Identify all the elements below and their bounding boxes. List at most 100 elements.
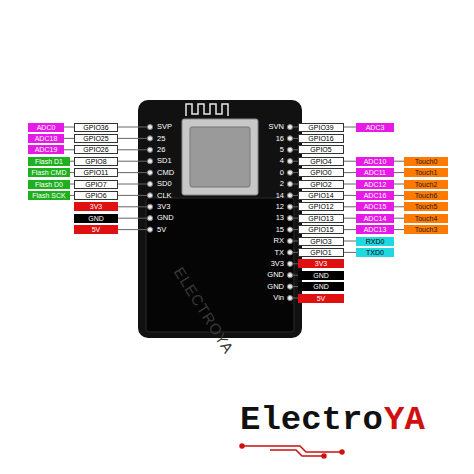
leader-line — [118, 172, 147, 173]
leader-line — [118, 229, 147, 230]
pin-header — [287, 170, 292, 175]
gpio-label: GPIO25 — [74, 134, 118, 143]
pin-function-text: ADC10 — [364, 158, 387, 165]
ground-label: GND — [74, 214, 118, 223]
pin-name: 3V3 — [157, 202, 170, 212]
uart-label: TXD0 — [356, 248, 394, 257]
pin-header — [287, 204, 292, 209]
pin-connector — [394, 218, 404, 219]
pin-name: 0 — [280, 168, 284, 178]
pin-function-text: ADC12 — [364, 181, 387, 188]
pin-function-text: 3V3 — [315, 260, 327, 267]
pin-connector — [344, 229, 356, 230]
pin-header — [147, 159, 152, 164]
pin-leaders — [118, 124, 298, 300]
leader-line — [118, 127, 147, 128]
pin-function-text: 5V — [317, 295, 326, 302]
gpio-label: GPIO0 — [298, 168, 344, 177]
flash-label: Flash CMD — [28, 168, 70, 177]
pin-function-text: GPIO36 — [83, 124, 108, 131]
gpio-label: GPIO13 — [298, 214, 344, 223]
pin-name: SVN — [269, 122, 284, 132]
pin-function-text: ADC14 — [364, 215, 387, 222]
antenna-trace — [186, 104, 228, 116]
pin-name: GND — [267, 282, 284, 292]
pin-function-text: GND — [313, 283, 329, 290]
pin-function-text: 3V3 — [90, 203, 102, 210]
gpio-label: GPIO14 — [298, 191, 344, 200]
adc-label: ADC10 — [356, 157, 394, 166]
touch-label: Touch0 — [404, 157, 448, 166]
gpio-label: GPIO11 — [74, 168, 118, 177]
pin-function-text: GPIO6 — [85, 192, 106, 199]
pin-function-text: GPIO5 — [310, 146, 331, 153]
pin-name: 2 — [280, 179, 284, 189]
pin-connector — [344, 184, 356, 185]
pin-function-text: Flash SCK — [32, 192, 65, 199]
pin-header — [147, 227, 152, 232]
pin-name: 5V — [157, 225, 166, 235]
uart-label: RXD0 — [356, 237, 394, 246]
pin-function-text: Touch3 — [415, 226, 438, 233]
leader-line — [118, 195, 147, 196]
leader-line — [118, 138, 147, 139]
pin-header — [147, 193, 152, 198]
pin-function-text: ADC11 — [364, 169, 386, 176]
pin-function-text: GPIO2 — [310, 181, 331, 188]
touch-label: Touch1 — [404, 168, 448, 177]
adc-label: ADC3 — [356, 123, 394, 132]
pin-function-text: Touch5 — [415, 203, 438, 210]
pin-name: SVP — [157, 122, 172, 132]
pin-header — [287, 273, 292, 278]
display-area — [146, 198, 294, 332]
pin-connector — [394, 195, 404, 196]
pin-function-text: ADC3 — [366, 124, 385, 131]
pin-header — [287, 261, 292, 266]
pin-function-text: GPIO7 — [85, 181, 106, 188]
pin-name: CMD — [157, 168, 174, 178]
pin-name: GND — [157, 213, 174, 223]
gpio-label: GPIO6 — [74, 191, 118, 200]
pin-header — [147, 136, 152, 141]
pin-name: 3V3 — [271, 259, 284, 269]
pin-header — [147, 170, 152, 175]
pin-function-text: GPIO16 — [308, 135, 333, 142]
logo-circuit — [240, 444, 344, 458]
pin-connector — [344, 195, 356, 196]
pin-connector — [344, 218, 356, 219]
ground-label: GND — [298, 271, 344, 280]
pin-header — [287, 136, 292, 141]
pin-function-text: TXD0 — [366, 249, 384, 256]
pin-name: SD0 — [157, 179, 172, 189]
gpio-label: GPIO16 — [298, 134, 344, 143]
pin-function-text: ADC15 — [364, 203, 387, 210]
pin-function-text: Touch0 — [415, 158, 438, 165]
pin-connector — [344, 241, 356, 242]
gpio-label: GPIO2 — [298, 180, 344, 189]
pin-function-text: GPIO14 — [308, 192, 333, 199]
adc-label: ADC12 — [356, 180, 394, 189]
gpio-label: GPIO3 — [298, 237, 344, 246]
touch-label: Touch3 — [404, 225, 448, 234]
adc-label: ADC16 — [356, 191, 394, 200]
pin-header — [147, 181, 152, 186]
pin-header — [287, 147, 292, 152]
touch-label: Touch2 — [404, 180, 448, 189]
flash-label: Flash D1 — [28, 157, 70, 166]
pin-header — [287, 295, 292, 300]
pin-header — [287, 284, 292, 289]
gpio-label: GPIO26 — [74, 145, 118, 154]
pin-function-text: GPIO15 — [308, 226, 333, 233]
pin-header — [287, 193, 292, 198]
pin-connector — [64, 127, 74, 128]
adc-label: ADC18 — [28, 134, 64, 143]
pin-header — [147, 147, 152, 152]
pin-header — [147, 216, 152, 221]
pin-function-text: ADC13 — [364, 226, 387, 233]
gpio-label: GPIO39 — [298, 123, 344, 132]
pin-function-text: GPIO12 — [308, 203, 333, 210]
pin-function-text: ADC16 — [364, 192, 387, 199]
pin-name: 14 — [276, 191, 284, 201]
pin-header — [287, 238, 292, 243]
pin-function-text: RXD0 — [366, 238, 385, 245]
